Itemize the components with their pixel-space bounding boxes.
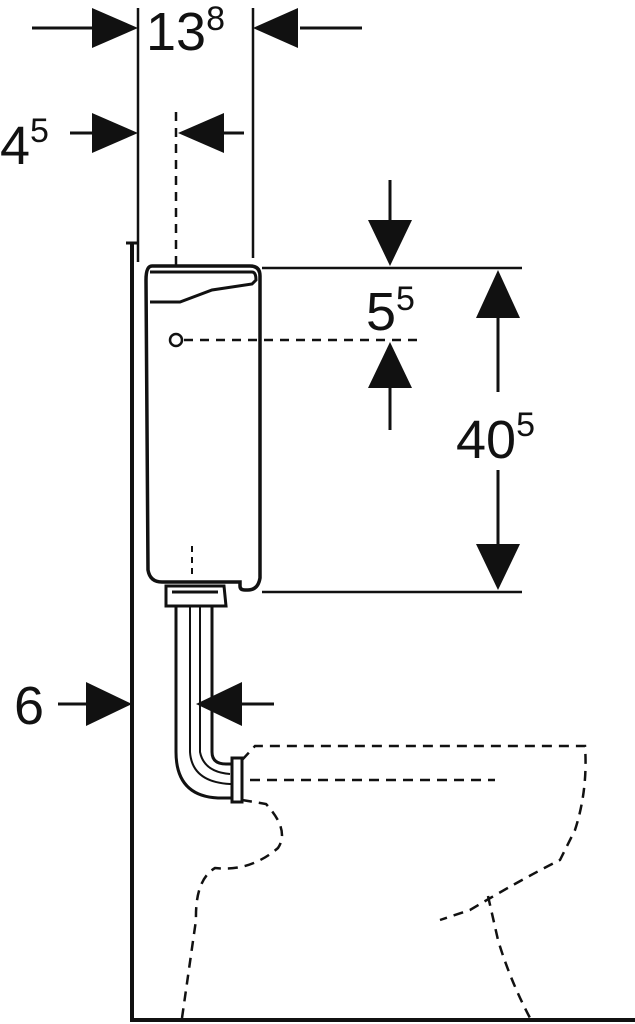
arrow-down-icon [368, 220, 412, 266]
wall-and-floor [126, 241, 635, 1022]
arrow-right-icon [86, 682, 132, 726]
flush-button-icon [168, 332, 184, 348]
cistern-lid [150, 270, 258, 304]
toilet-foot [486, 895, 532, 1019]
cistern-body [144, 264, 262, 592]
dim-cistern-height [476, 270, 520, 590]
arrow-right-icon [92, 8, 138, 48]
dim-cistern-height-label: 405 [456, 406, 535, 470]
dim-flush-offset-label: 55 [366, 280, 415, 342]
pipe-inner [210, 606, 236, 766]
pipe-outer [174, 606, 236, 800]
dim-axis-offset-label: 45 [0, 112, 49, 176]
arrow-left-icon [196, 682, 242, 726]
arrow-left-icon [178, 113, 224, 153]
toilet-front [180, 798, 284, 1019]
pipe-connector [230, 756, 244, 804]
top-extension-lines [136, 8, 255, 262]
flush-pipe [164, 584, 244, 804]
cistern [144, 264, 262, 592]
dim-width-total [32, 8, 362, 48]
dim-pipe-wall-gap-label: 6 [14, 676, 44, 736]
arrow-left-icon [253, 8, 298, 48]
arrow-up-icon [476, 270, 520, 318]
pipe-coupling [164, 584, 228, 608]
dim-pipe-wall-gap [58, 682, 274, 726]
toilet-bowl [241, 744, 587, 922]
pipe-mid-line-2 [199, 606, 231, 775]
arrow-down-icon [476, 544, 520, 590]
toilet-outline [180, 744, 587, 1019]
height-extension-lines [262, 266, 522, 594]
arrow-up-icon [368, 342, 412, 388]
dim-axis-offset [70, 113, 244, 153]
dim-width-total-label: 138 [146, 0, 225, 62]
pipe-mid-line [189, 606, 236, 785]
dim-flush-offset [368, 180, 412, 430]
arrow-right-icon [92, 113, 138, 153]
